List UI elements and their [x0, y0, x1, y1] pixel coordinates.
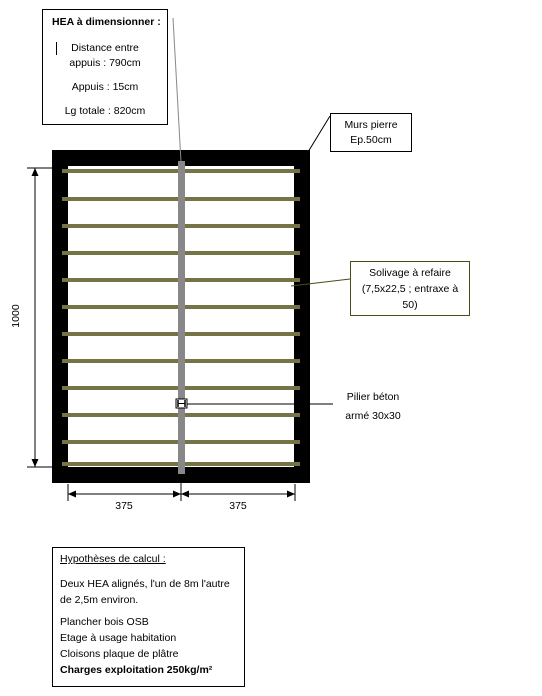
hypothesis-line: Etage à usage habitation	[60, 632, 177, 644]
pillar-line1: Pilier béton	[346, 391, 400, 403]
joists-line1: Solivage à refaire	[369, 267, 451, 279]
hypothesis-line: de 2,5m environ.	[60, 594, 139, 606]
text-cursor	[56, 42, 57, 55]
height-dimension-label: 1000	[10, 304, 22, 328]
hea-title: HEA à dimensionner :	[52, 16, 161, 28]
pillar-symbol	[175, 398, 188, 409]
hypothesis-line: Deux HEA alignés, l'un de 8m l'autre	[60, 578, 230, 590]
hea-distance-line1: Distance entre	[71, 42, 139, 54]
joists-line2: (7,5x22,5 ; entraxe à	[361, 283, 459, 295]
hypothesis-loads: Charges exploitation 250kg/m²	[60, 664, 213, 676]
right-width-label: 375	[229, 500, 247, 512]
hypotheses-title: Hypothèses de calcul :	[60, 553, 166, 565]
hea-appuis: Appuis : 15cm	[71, 81, 139, 93]
hypothesis-line: Plancher bois OSB	[60, 616, 149, 628]
hea-total-length: Lg totale : 820cm	[64, 105, 146, 117]
joists-callout: Solivage à refaire (7,5x22,5 ; entraxe à…	[350, 261, 470, 316]
width-dimensions	[67, 474, 296, 501]
joists-line3: 50)	[402, 299, 418, 311]
hypothesis-line: Cloisons plaque de plâtre	[60, 648, 179, 660]
walls-line2: Ep.50cm	[350, 134, 392, 146]
walls-callout: Murs pierre Ep.50cm	[330, 113, 412, 152]
hea-distance-line2: appuis : 790cm	[69, 57, 141, 69]
left-width-label: 375	[115, 500, 133, 512]
hypotheses-box: Hypothèses de calcul : Deux HEA alignés,…	[52, 547, 245, 687]
hea-leader-line	[172, 17, 182, 163]
joists-leader-line	[290, 278, 351, 287]
hea-callout: HEA à dimensionner : Distance entre appu…	[42, 9, 168, 125]
height-dimension	[27, 167, 52, 468]
pillar-line2: armé 30x30	[345, 410, 401, 422]
walls-line1: Murs pierre	[344, 119, 398, 131]
hea-beam	[178, 161, 185, 474]
walls-leader-line	[307, 115, 331, 153]
